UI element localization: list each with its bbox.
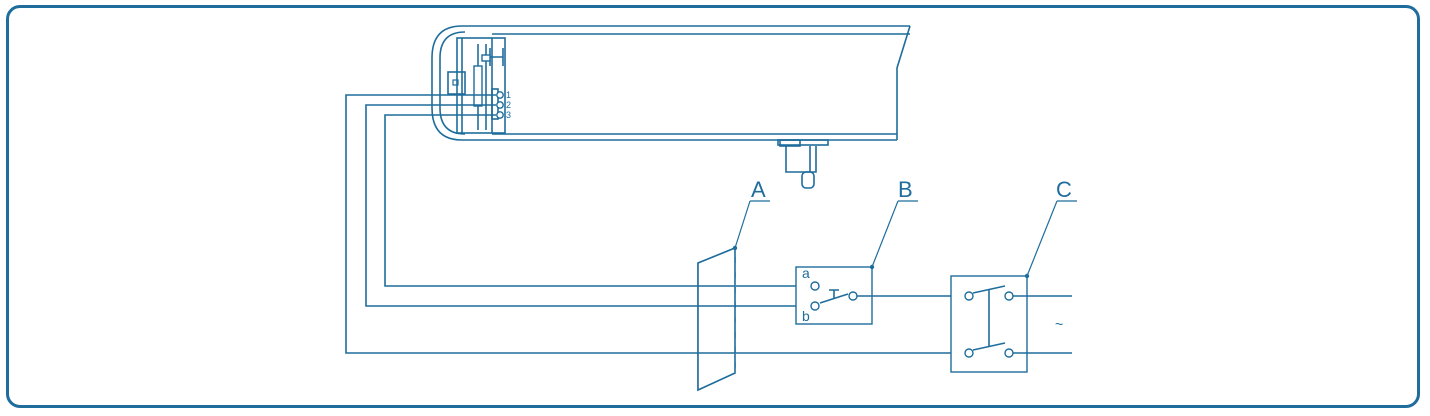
switch-b [795,200,968,325]
label-b: B [898,177,913,202]
wire-1 [345,94,968,354]
terminal-label-2: 2 [506,100,511,110]
terminal-3: 3 [496,110,511,120]
label-a: A [751,177,766,202]
actuator-housing [431,25,911,189]
wire-3 [384,114,815,287]
contact-a-label: a [802,265,810,281]
terminal-label-3: 3 [506,110,511,120]
ac-supply-symbol: ~ [1055,316,1063,332]
terminal-label-1: 1 [506,90,511,100]
wire-2 [365,104,815,307]
label-c: C [1056,177,1072,202]
partition-a [697,200,770,392]
contact-b-label: b [802,308,810,324]
terminal-1: 1 [496,90,511,100]
switch-c [950,200,1077,373]
terminal-2: 2 [496,100,511,110]
